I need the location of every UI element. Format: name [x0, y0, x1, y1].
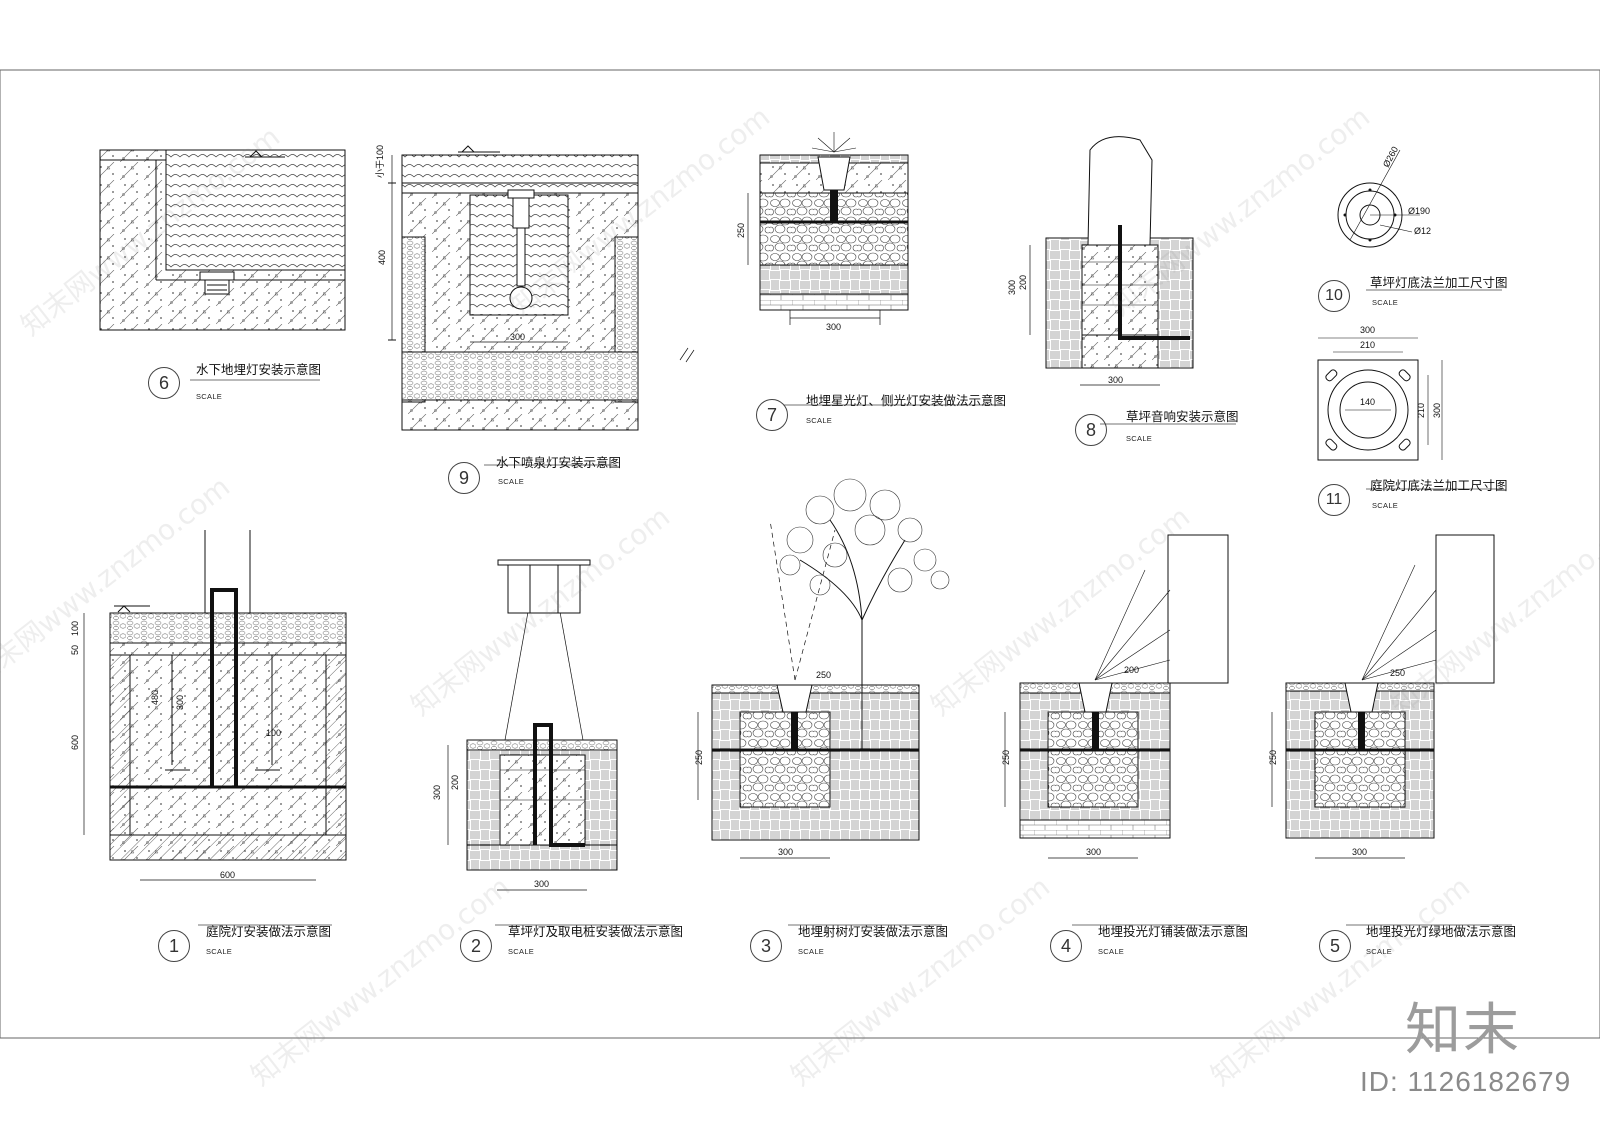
svg-text:100: 100 [70, 621, 80, 636]
diagram-9-scale: SCALE [498, 477, 525, 486]
diagram-11-flange [1317, 337, 1443, 461]
diagram-1-number: 1 [158, 930, 190, 962]
diagram-5-section [1271, 534, 1495, 859]
svg-text:200: 200 [1124, 665, 1139, 675]
diagram-3-section [697, 478, 950, 859]
diagram-11-number: 11 [1318, 484, 1350, 516]
diagram-10-title: 草坪灯底法兰加工尺寸图 [1370, 275, 1508, 290]
diagram-3-scale: SCALE [798, 947, 825, 956]
svg-text:Ø190: Ø190 [1408, 206, 1430, 216]
diagram-3-title: 地埋射树灯安装做法示意图 [798, 924, 949, 939]
diagram-8-section [1029, 136, 1194, 386]
diagram-9-section [388, 145, 639, 431]
diagram-6-title: 水下地埋灯安装示意图 [196, 362, 322, 377]
diagram-4-scale: SCALE [1098, 947, 1125, 956]
svg-text:50: 50 [70, 645, 80, 655]
svg-text:300: 300 [1007, 280, 1017, 295]
diagram-7-number: 7 [756, 399, 788, 431]
svg-text:140: 140 [1360, 397, 1375, 407]
svg-text:300: 300 [1352, 847, 1367, 857]
svg-text:300: 300 [778, 847, 793, 857]
diagram-5-scale: SCALE [1366, 947, 1393, 956]
svg-text:Ø12: Ø12 [1414, 226, 1431, 236]
diagram-8-number: 8 [1075, 414, 1107, 446]
diagram-6-section [99, 149, 346, 331]
diagram-9-title: 水下喷泉灯安装示意图 [496, 455, 622, 470]
svg-text:250: 250 [1268, 750, 1278, 765]
diagram-11-title: 庭院灯底法兰加工尺寸图 [1370, 478, 1508, 493]
svg-text:250: 250 [816, 670, 831, 680]
diagram-4-section [1004, 534, 1229, 859]
svg-text:300: 300 [432, 785, 442, 800]
svg-text:210: 210 [1416, 403, 1426, 418]
svg-text:300: 300 [1432, 403, 1442, 418]
svg-text:250: 250 [694, 750, 704, 765]
diagram-1-scale: SCALE [206, 947, 233, 956]
diagram-10-number: 10 [1318, 280, 1350, 312]
svg-text:300: 300 [1086, 847, 1101, 857]
diagram-3-number: 3 [750, 930, 782, 962]
svg-text:300: 300 [1108, 375, 1123, 385]
diagram-6-scale: SCALE [196, 392, 223, 401]
svg-text:210: 210 [1360, 340, 1375, 350]
diagram-10-scale: SCALE [1372, 298, 1399, 307]
svg-text:小于100: 小于100 [375, 145, 385, 178]
svg-text:300: 300 [826, 322, 841, 332]
diagram-6-number: 6 [148, 367, 180, 399]
svg-text:480: 480 [150, 690, 160, 705]
title-underlines [190, 289, 1512, 926]
svg-text:Ø260: Ø260 [1381, 145, 1400, 169]
diagram-2-section [447, 559, 618, 891]
brand-logo-text: 知末 [1405, 998, 1521, 1063]
svg-text:250: 250 [1390, 668, 1405, 678]
svg-text:300: 300 [1360, 325, 1375, 335]
svg-text:400: 400 [377, 250, 387, 265]
diagram-11-scale: SCALE [1372, 501, 1399, 510]
diagram-9-number: 9 [448, 462, 480, 494]
diagram-7-scale: SCALE [806, 416, 833, 425]
svg-text:600: 600 [70, 735, 80, 750]
diagram-1-section [83, 530, 347, 881]
diagram-4-number: 4 [1050, 930, 1082, 962]
svg-text:250: 250 [1001, 750, 1011, 765]
image-id-text: ID: 1126182679 [1360, 1066, 1572, 1097]
svg-text:100: 100 [266, 728, 281, 738]
diagram-5-title: 地埋投光灯绿地做法示意图 [1366, 924, 1517, 939]
diagram-1-title: 庭院灯安装做法示意图 [206, 924, 332, 939]
svg-text:300: 300 [175, 695, 185, 710]
svg-text:250: 250 [736, 223, 746, 238]
diagram-2-title: 草坪灯及取电桩安装做法示意图 [508, 924, 684, 939]
svg-text:600: 600 [220, 870, 235, 880]
diagram-7-section [679, 132, 909, 363]
diagram-8-title: 草坪音响安装示意图 [1126, 409, 1239, 424]
diagram-7-title: 地埋星光灯、侧光灯安装做法示意图 [806, 393, 1007, 408]
diagram-8-scale: SCALE [1126, 434, 1153, 443]
diagram-2-number: 2 [460, 930, 492, 962]
diagram-10-flange [1337, 149, 1420, 248]
svg-text:200: 200 [450, 775, 460, 790]
diagram-4-title: 地埋投光灯铺装做法示意图 [1098, 924, 1249, 939]
svg-text:300: 300 [510, 332, 525, 342]
diagram-5-number: 5 [1319, 930, 1351, 962]
svg-text:300: 300 [534, 879, 549, 889]
diagram-2-scale: SCALE [508, 947, 535, 956]
sheet-border [0, 69, 1600, 1039]
svg-text:200: 200 [1018, 275, 1028, 290]
